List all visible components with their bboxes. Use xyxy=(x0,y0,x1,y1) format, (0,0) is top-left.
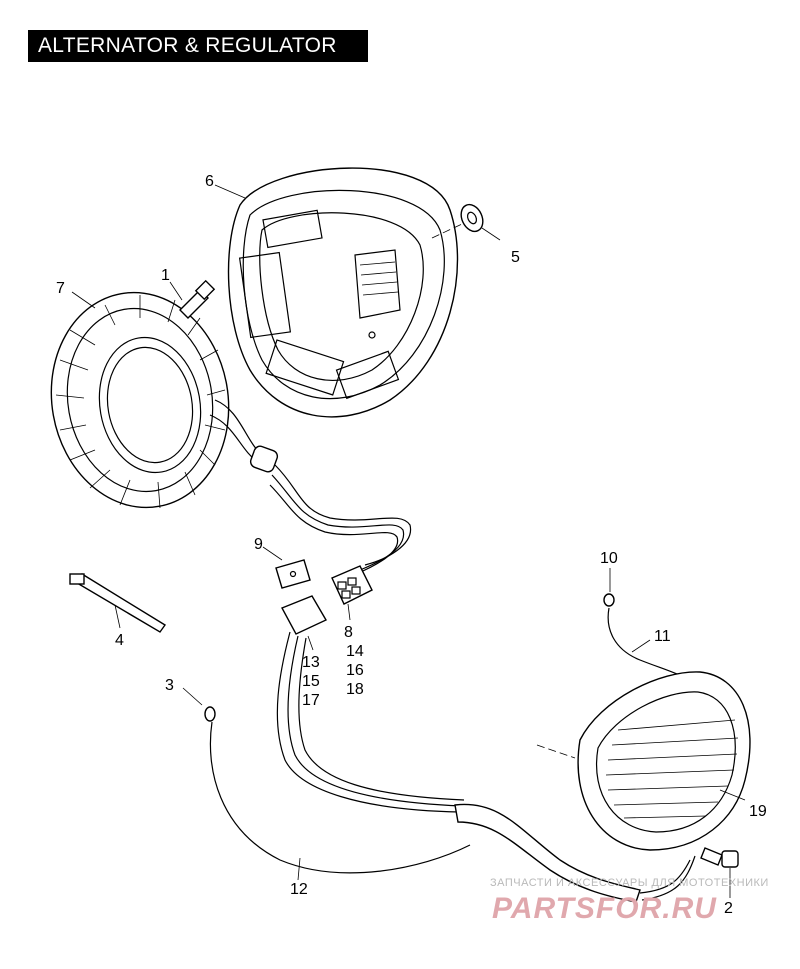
clip-part xyxy=(275,559,311,589)
callout-7: 7 xyxy=(56,280,65,297)
callout-18: 18 xyxy=(346,681,364,698)
stator-connector-part xyxy=(331,565,373,605)
stator-part xyxy=(50,291,230,509)
watermark-brand: PARTSFOR.RU xyxy=(492,892,717,925)
watermark-caption: ЗАПЧАСТИ И АКСЕССУАРЫ ДЛЯ МОТОТЕХНИКИ xyxy=(490,877,769,889)
callout-6: 6 xyxy=(205,173,214,190)
callout-4: 4 xyxy=(115,632,124,649)
callout-11: 11 xyxy=(654,628,671,645)
callout-13: 13 xyxy=(302,654,320,671)
washer-part xyxy=(431,203,484,239)
callout-3: 3 xyxy=(165,677,174,694)
rotor-part xyxy=(227,167,459,418)
callout-19: 19 xyxy=(749,803,767,820)
regulator-part xyxy=(536,671,751,851)
page-title: ALTERNATOR & REGULATOR xyxy=(28,30,368,62)
regulator-connector-part xyxy=(276,595,465,813)
callout-2: 2 xyxy=(724,900,733,917)
regulator-bolt-part xyxy=(700,847,739,868)
callout-16: 16 xyxy=(346,662,364,679)
watermark: ЗАПЧАСТИ И АКСЕССУАРЫ ДЛЯ МОТОТЕХНИКИ PA… xyxy=(490,877,769,925)
cable-strap-part xyxy=(69,573,167,633)
callout-10: 10 xyxy=(600,550,618,567)
callout-5: 5 xyxy=(511,249,520,266)
callout-15: 15 xyxy=(302,673,320,690)
regulator-wire-part xyxy=(603,593,691,681)
leader-lines xyxy=(71,184,746,898)
callout-labels: 6 5 1 7 9 4 8 14 16 18 13 15 17 3 10 11 … xyxy=(56,173,767,917)
callout-14: 14 xyxy=(346,643,364,660)
bolt-part xyxy=(179,279,216,319)
callout-17: 17 xyxy=(302,692,320,709)
callout-9: 9 xyxy=(254,536,263,553)
callout-12: 12 xyxy=(290,881,308,898)
ground-wire-part xyxy=(204,706,471,874)
stator-wire-harness xyxy=(209,399,412,575)
callout-1: 1 xyxy=(161,267,170,284)
callout-8: 8 xyxy=(344,624,353,641)
regulator-harness xyxy=(454,803,696,903)
